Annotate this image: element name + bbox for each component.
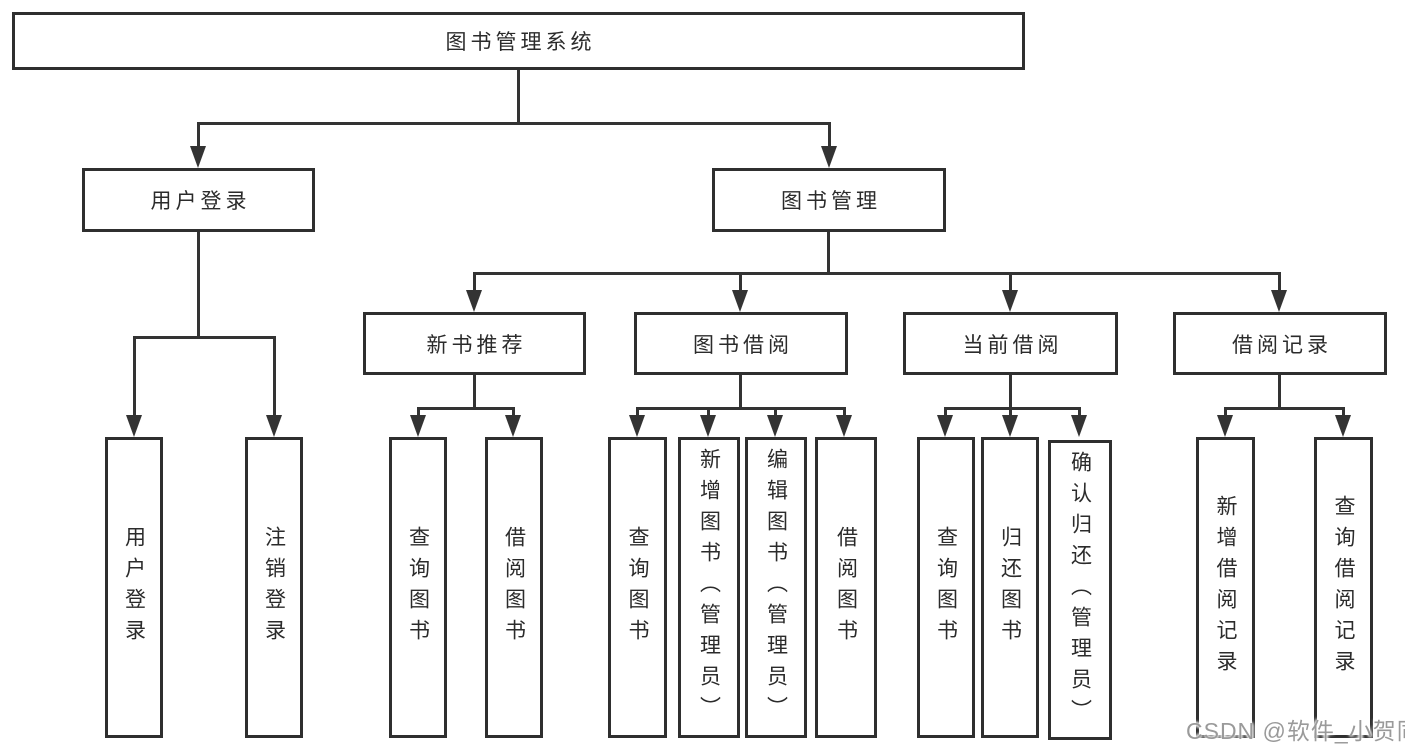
node-book-borrow: 图书借阅 [634,312,848,375]
arrow-down-icon [1335,415,1351,437]
arrow-down-icon [505,415,521,437]
arrow-down-icon [700,415,716,437]
leaf-borrow-books-rec: 借阅图书 [485,437,543,738]
connector-v-line [774,407,777,417]
leaf-borrow-books-rec-label: 借阅图书 [502,525,526,650]
connector-v-line [739,375,742,409]
leaf-logout-label: 注销登录 [262,525,286,650]
connector-v-line [517,70,520,124]
arrow-down-icon [1002,290,1018,312]
connector-v-line [1224,407,1227,417]
leaf-user-login-label: 用户登录 [122,525,146,650]
node-current-borrow-label: 当前借阅 [962,333,1063,357]
csdn-watermark: CSDN @软件_小贺同学 [1186,718,1405,744]
arrow-down-icon [937,415,953,437]
leaf-query-books-rec-label: 查询图书 [406,525,430,650]
connector-h-line [944,407,1081,410]
leaf-confirm-return-label: 确认归还（管理员） [1068,450,1092,730]
arrow-down-icon [266,415,282,437]
arrow-down-icon [190,146,206,168]
leaf-edit-books: 编辑图书（管理员） [745,437,807,738]
connector-v-line [473,375,476,409]
node-current-borrow: 当前借阅 [903,312,1118,375]
leaf-borrow-books-label: 借阅图书 [834,525,858,650]
arrow-down-icon [1071,415,1087,437]
arrow-down-icon [767,415,783,437]
node-user-login-label: 用户登录 [150,190,251,213]
arrow-down-icon [821,146,837,168]
connector-h-line [133,336,275,339]
leaf-query-borrow-record-label: 查询借阅记录 [1332,494,1355,681]
leaf-confirm-return: 确认归还（管理员） [1048,440,1112,740]
connector-v-line [739,272,742,292]
leaf-borrow-books: 借阅图书 [815,437,877,738]
node-new-book-rec-label: 新书推荐 [426,333,527,357]
leaf-add-books: 新增图书（管理员） [678,437,740,738]
connector-h-line [197,122,831,125]
node-book-borrow-label: 图书借阅 [693,333,793,357]
leaf-query-books-current-label: 查询图书 [934,525,958,650]
arrow-down-icon [126,415,142,437]
connector-v-line [197,122,200,150]
connector-v-line [707,407,710,417]
leaf-query-books-current: 查询图书 [917,437,975,738]
connector-v-line [636,407,639,417]
connector-h-line [417,407,515,410]
leaf-return-books-label: 归还图书 [998,525,1022,650]
connector-v-line [1278,375,1281,409]
leaf-query-books-borrow-label: 查询图书 [626,525,649,650]
leaf-query-books-borrow: 查询图书 [608,437,667,738]
connector-v-line [273,336,276,416]
connector-v-line [1009,272,1012,292]
node-borrow-records-label: 借阅记录 [1232,333,1332,357]
arrow-down-icon [732,290,748,312]
connector-v-line [1009,375,1012,409]
connector-v-line [828,122,831,150]
arrow-down-icon [836,415,852,437]
connector-h-line [1224,407,1344,410]
arrow-down-icon [1271,290,1287,312]
connector-v-line [1078,407,1081,417]
node-new-book-rec: 新书推荐 [363,312,586,375]
connector-v-line [417,407,420,417]
connector-v-line [473,272,476,292]
leaf-add-borrow-record-label: 新增借阅记录 [1214,494,1237,681]
leaf-return-books: 归还图书 [981,437,1039,738]
connector-v-line [1009,407,1012,417]
leaf-logout: 注销登录 [245,437,303,738]
connector-v-line [197,232,200,339]
connector-v-line [512,407,515,417]
connector-v-line [1342,407,1345,417]
leaf-query-borrow-record: 查询借阅记录 [1314,437,1373,738]
connector-v-line [843,407,846,417]
leaf-query-books-rec: 查询图书 [389,437,447,738]
leaf-add-borrow-record: 新增借阅记录 [1196,437,1255,738]
node-root: 图书管理系统 [12,12,1025,70]
connector-v-line [944,407,947,417]
arrow-down-icon [629,415,645,437]
leaf-user-login: 用户登录 [105,437,163,738]
node-book-mgmt-label: 图书管理 [781,190,881,213]
arrow-down-icon [466,290,482,312]
node-root-label: 图书管理系统 [445,31,596,54]
arrow-down-icon [1002,415,1018,437]
connector-v-line [133,336,136,416]
node-user-login: 用户登录 [82,168,315,232]
arrow-down-icon [1217,415,1233,437]
node-book-mgmt: 图书管理 [712,168,946,232]
connector-h-line [636,407,845,410]
connector-v-line [1278,272,1281,292]
node-borrow-records: 借阅记录 [1173,312,1387,375]
arrow-down-icon [410,415,426,437]
leaf-edit-books-label: 编辑图书（管理员） [764,448,788,727]
leaf-add-books-label: 新增图书（管理员） [697,448,721,727]
connector-h-line [473,272,1281,275]
connector-v-line [827,232,830,274]
